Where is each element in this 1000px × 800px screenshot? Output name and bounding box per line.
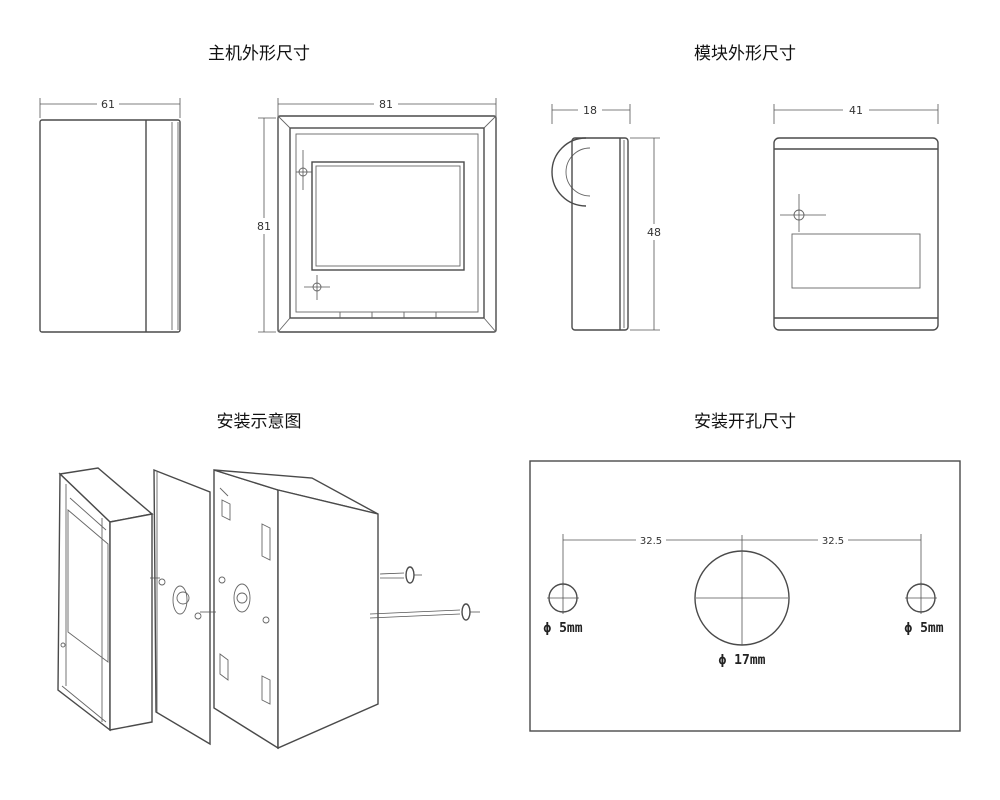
module-width-label: 41 [849,104,863,117]
module-height-label: 48 [647,226,661,239]
main-unit-side-view: 61 [39,96,181,333]
main-unit-height-label: 81 [257,220,271,233]
left-hole-label: ϕ 5mm [543,621,582,636]
main-unit-width-label: 81 [379,98,393,111]
module-depth-label: 18 [583,104,597,117]
right-hole-label: ϕ 5mm [904,621,943,636]
cutout-panel: 32.5 32.5 ϕ 5mm ϕ 17mm ϕ 5mm [529,460,961,732]
module-title: 模块外形尺寸 [694,44,796,64]
main-unit-front-view: 81 81 [252,96,497,333]
installation-exploded-view [57,467,480,750]
module-front-view: 41 [773,102,939,331]
cutout-title: 安装开孔尺寸 [694,412,796,432]
center-hole-label: ϕ 17mm [719,653,766,668]
module-side-view: 18 48 [551,102,666,331]
left-spacing-label: 32.5 [640,536,662,547]
main-unit-title: 主机外形尺寸 [208,44,310,64]
main-unit-depth-label: 61 [101,98,115,111]
installation-title: 安装示意图 [217,412,302,432]
right-spacing-label: 32.5 [822,536,844,547]
